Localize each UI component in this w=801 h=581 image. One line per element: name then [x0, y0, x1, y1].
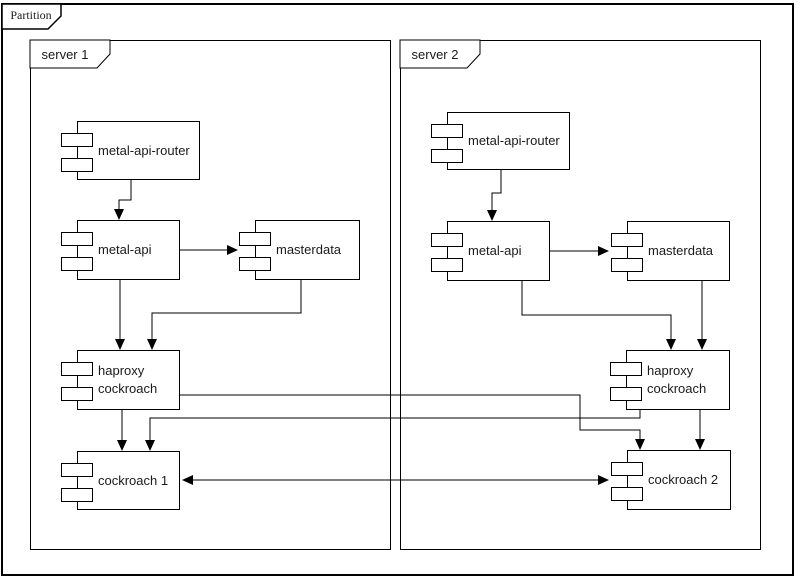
component-label: haproxy cockroach: [98, 363, 158, 396]
component-tab-icon: [611, 487, 643, 501]
component-s1-metal-api: metal-api: [61, 220, 180, 280]
component-tab-icon: [61, 362, 93, 376]
component-tab-icon: [431, 233, 463, 247]
component-label: cockroach 1: [98, 472, 169, 488]
component-s2-metal-api: metal-api: [431, 221, 550, 281]
component-label: masterdata: [648, 243, 714, 259]
component-s2-masterdata: masterdata: [611, 221, 730, 281]
component-tab-icon: [611, 233, 643, 247]
component-label: metal-api-router: [98, 142, 190, 158]
component-tab-icon: [610, 387, 642, 401]
component-tab-icon: [611, 462, 643, 476]
component-label: cockroach 2: [648, 472, 719, 488]
component-label: metal-api-router: [468, 133, 560, 149]
component-s2-metal-api-router: metal-api-router: [431, 112, 570, 170]
component-tab-icon: [61, 463, 93, 477]
component-tab-icon: [61, 488, 93, 502]
component-tab-icon: [431, 149, 463, 163]
partition-label: Partition: [10, 8, 52, 22]
component-tab-icon: [239, 232, 271, 246]
component-s1-haproxy-cockroach: haproxy cockroach: [61, 350, 180, 410]
component-label: masterdata: [276, 242, 342, 258]
server-2-label: server 2: [411, 47, 459, 62]
component-s2-haproxy-cockroach: haproxy cockroach: [610, 350, 730, 410]
component-tab-icon: [61, 158, 93, 172]
component-tab-icon: [61, 257, 93, 271]
component-tab-icon: [611, 258, 643, 272]
component-label: metal-api: [468, 243, 522, 259]
component-label: metal-api: [98, 242, 152, 258]
component-s2-cockroach-2: cockroach 2: [611, 450, 731, 510]
server-1-label: server 1: [41, 47, 89, 62]
component-tab-icon: [239, 257, 271, 271]
component-tab-icon: [61, 232, 93, 246]
component-label: haproxy cockroach: [647, 363, 707, 396]
component-tab-icon: [61, 387, 93, 401]
component-tab-icon: [610, 362, 642, 376]
component-s1-masterdata: masterdata: [239, 220, 360, 280]
component-tab-icon: [431, 258, 463, 272]
component-s1-metal-api-router: metal-api-router: [61, 121, 200, 180]
component-tab-icon: [61, 133, 93, 147]
component-s1-cockroach-1: cockroach 1: [61, 451, 180, 510]
component-tab-icon: [431, 124, 463, 138]
